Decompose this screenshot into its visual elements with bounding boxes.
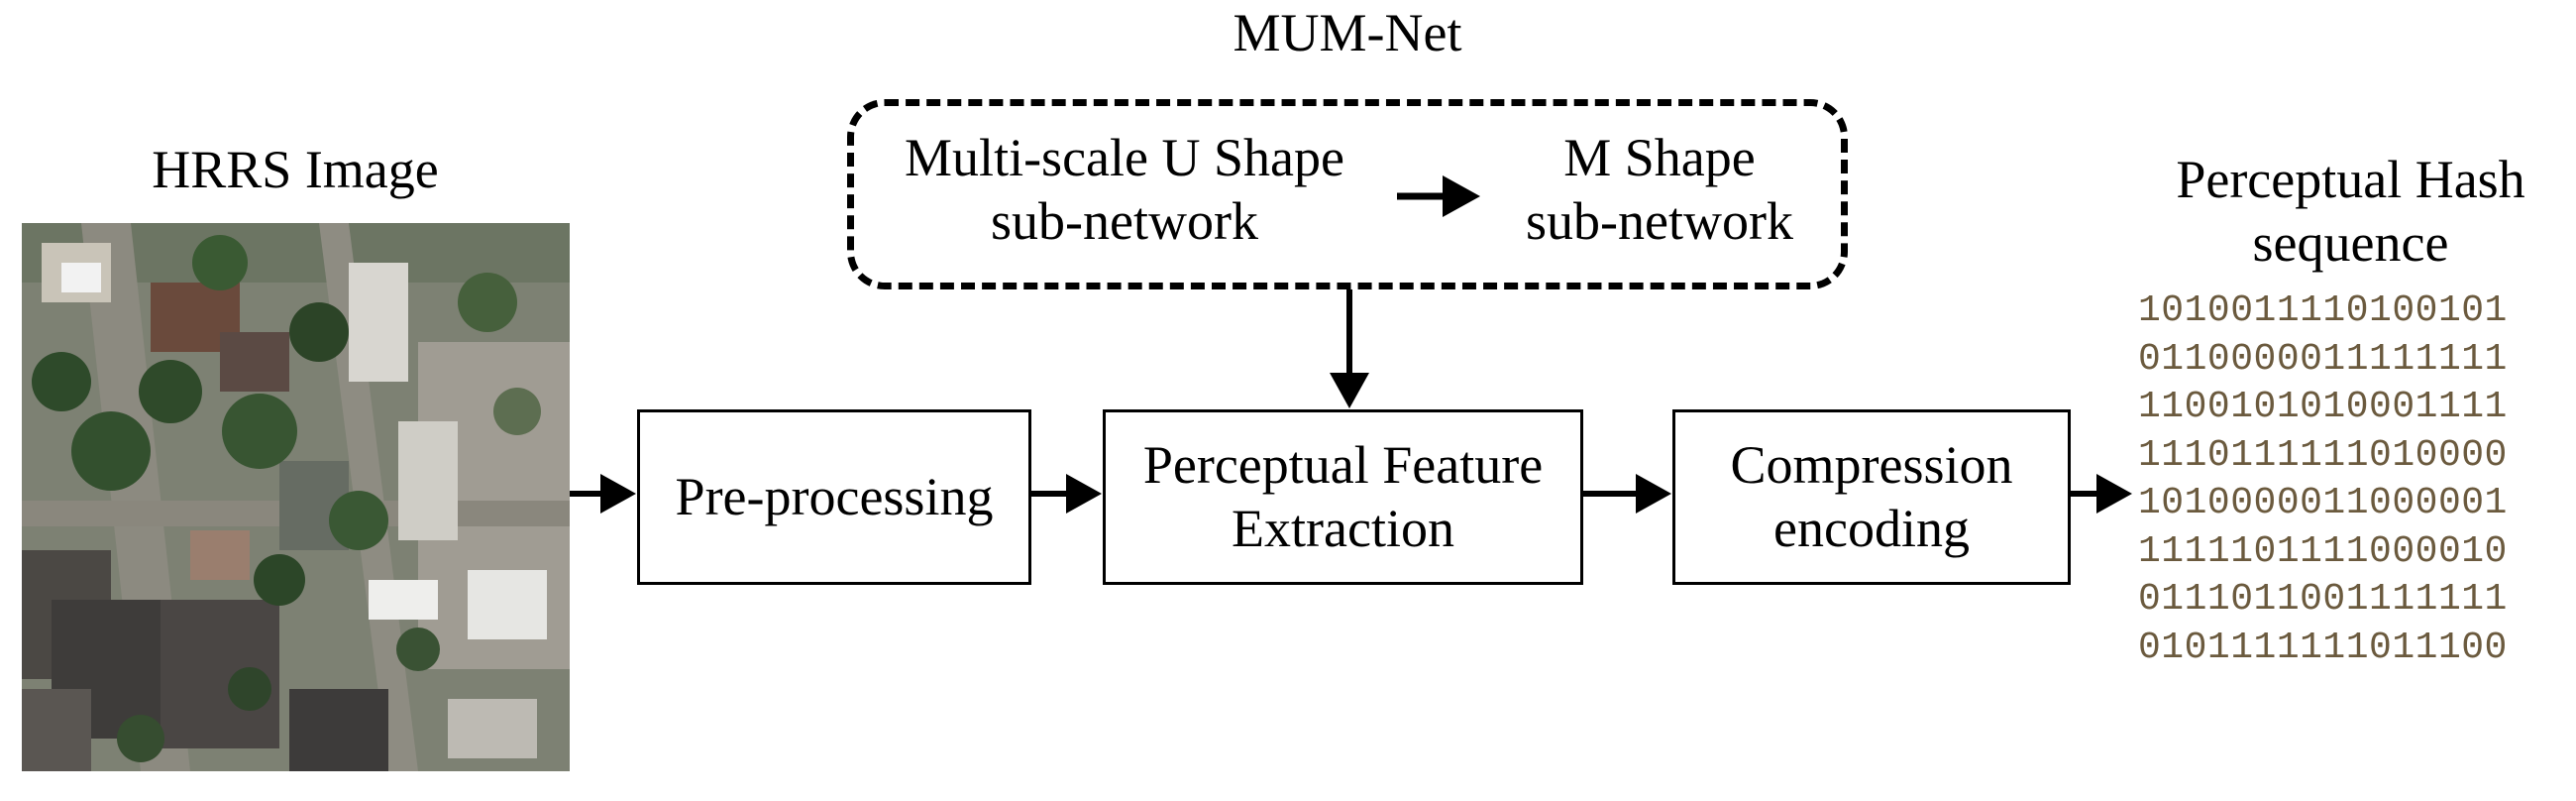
hash-sequence: 1010011110100101 0110000011111111 11001010… (2138, 287, 2564, 672)
m-shape-line-2: sub-network (1526, 190, 1793, 251)
feature-extraction-line-2: Extraction (1232, 498, 1454, 558)
output-label: Perceptual Hash sequence (2130, 149, 2571, 275)
m-shape-label: M Shape sub-network (1491, 127, 1828, 253)
arrow-u-shape-to-m-shape (1397, 175, 1480, 217)
compression-line-2: encoding (1773, 498, 1970, 558)
arrow-image-to-preprocessing (570, 474, 636, 514)
preprocessing-box: Pre-processing (637, 409, 1031, 585)
hash-line: 1110111111010000 (2138, 433, 2508, 477)
hash-line: 1010011110100101 (2138, 289, 2508, 332)
preprocessing-line-1: Pre-processing (675, 466, 994, 526)
multiscale-line-2: sub-network (991, 190, 1258, 251)
compression-line-1: Compression (1730, 434, 2013, 495)
hash-line: 1100101010001111 (2138, 386, 2508, 428)
output-label-line-2: sequence (2252, 212, 2449, 273)
output-label-line-1: Perceptual Hash (2176, 150, 2525, 209)
hash-line: 0101111111011100 (2138, 626, 2508, 669)
mum-net-dashed-group (847, 99, 1848, 289)
mum-net-title: MUM-Net (1233, 3, 1462, 62)
hash-line: 0110000011111111 (2138, 337, 2508, 381)
compression-box: Compression encoding (1672, 409, 2071, 585)
hash-line: 0111011001111111 (2138, 578, 2508, 621)
arrow-mumnet-to-extraction (1330, 289, 1369, 408)
arrow-extraction-to-compression (1583, 474, 1671, 514)
hash-line: 1111101111000010 (2138, 529, 2508, 573)
multiscale-u-shape-label: Multi-scale U Shape sub-network (852, 127, 1397, 253)
arrow-compression-to-hash (2071, 474, 2132, 514)
aerial-image (22, 223, 570, 771)
feature-extraction-box: Perceptual Feature Extraction (1103, 409, 1583, 585)
image-label: HRRS Image (152, 140, 439, 199)
hash-line: 1010000011000001 (2138, 482, 2508, 524)
multiscale-line-1: Multi-scale U Shape (905, 128, 1344, 187)
feature-extraction-line-1: Perceptual Feature (1142, 434, 1544, 495)
m-shape-line-1: M Shape (1563, 128, 1756, 187)
arrow-preprocessing-to-extraction (1031, 474, 1102, 514)
